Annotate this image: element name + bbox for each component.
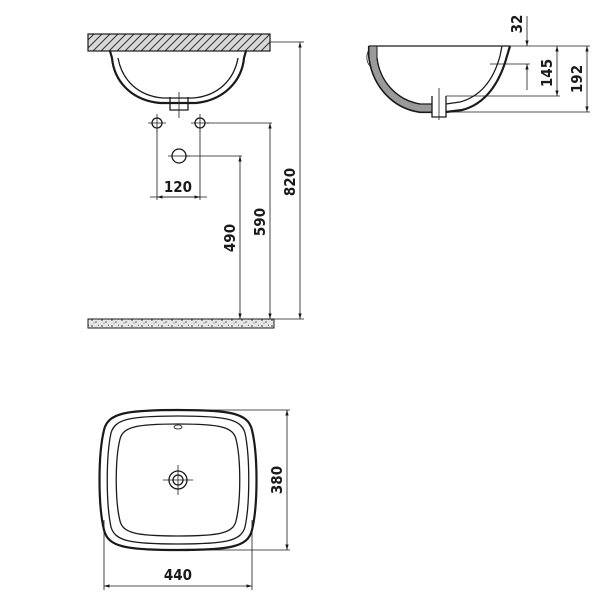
countertop xyxy=(87,33,271,52)
overflow-icon xyxy=(173,424,183,430)
dimension-depth: 380 xyxy=(268,466,286,494)
dimension-rim-height: 32 xyxy=(508,15,526,34)
basin-section-outer xyxy=(367,45,512,114)
dimension-tap-spacing: 120 xyxy=(164,178,192,196)
section-view: 32 145 192 xyxy=(366,15,590,120)
dimension-total-depth: 192 xyxy=(568,65,586,93)
dimension-tap-height: 590 xyxy=(251,208,269,236)
tap-hole-right xyxy=(191,114,209,132)
basin-top-inner xyxy=(115,423,241,537)
basin-section-wall xyxy=(368,45,433,113)
top-view: 380 440 xyxy=(98,408,290,590)
top-drain xyxy=(163,465,193,495)
basin-front-outline xyxy=(108,50,248,105)
floor xyxy=(87,318,275,329)
dimension-width: 440 xyxy=(164,566,192,584)
dimension-countertop-height: 820 xyxy=(281,168,299,196)
basin-top-rim xyxy=(106,415,250,545)
basin-section-inner xyxy=(376,45,503,105)
dimension-drain-height: 490 xyxy=(221,224,239,252)
basin-front-inner xyxy=(117,57,239,99)
front-view: 120 490 590 820 xyxy=(87,33,304,329)
dimension-drain-depth: 145 xyxy=(538,59,556,87)
tap-hole-left xyxy=(148,114,166,132)
